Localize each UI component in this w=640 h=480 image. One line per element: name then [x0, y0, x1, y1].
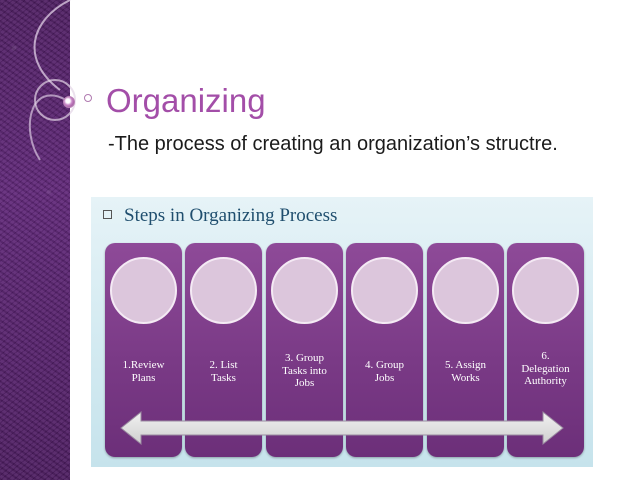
- step-circle-icon: [351, 257, 418, 324]
- decorative-side-band: [0, 0, 70, 480]
- step-circle-icon: [432, 257, 499, 324]
- diagram-heading-text: Steps in Organizing Process: [124, 205, 338, 226]
- slide-title: Organizing: [106, 82, 266, 119]
- step-circle-icon: [190, 257, 257, 324]
- diagram-heading: Steps in Organizing Process: [103, 205, 337, 227]
- title-bullet-icon: [63, 96, 75, 108]
- square-bullet-icon: [103, 210, 112, 220]
- step-circle-icon: [271, 257, 338, 324]
- double-arrow-icon: [120, 410, 564, 446]
- step-circle-icon: [512, 257, 579, 324]
- step-circle-icon: [110, 257, 177, 324]
- title-ring-icon: [84, 94, 92, 102]
- slide-subtitle: -The process of creating an organization…: [108, 133, 558, 155]
